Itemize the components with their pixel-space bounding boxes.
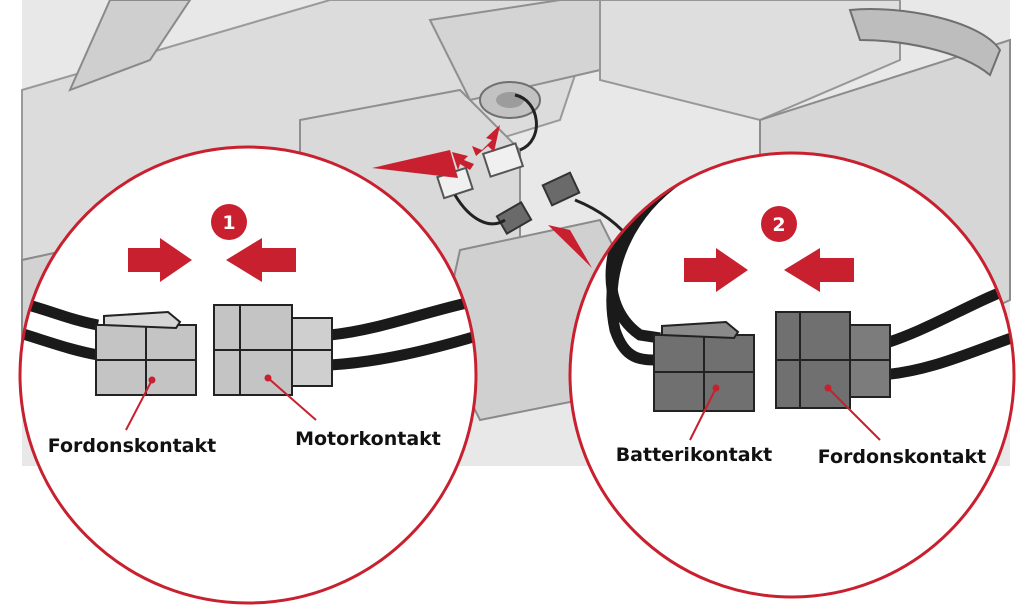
callout-1-right-label: Motorkontakt [295,428,441,450]
step-2-badge [761,206,797,242]
callout-2-wedge [548,225,592,268]
push-arrow-left [226,238,296,282]
callout-1: 1 Fordonskontakt Motorkontakt [18,145,478,605]
step-1-badge [211,204,247,240]
vehicle-connector-dark [775,311,891,409]
push-arrow-right [128,238,192,282]
callout-1-wedge [372,150,458,178]
vehicle-connector-light [95,310,197,396]
step-1-number: 1 [222,212,235,234]
callout-1-left-label: Fordonskontakt [48,435,216,457]
callout-2-right-label: Fordonskontakt [818,446,986,468]
push-arrow-right-2 [684,248,748,292]
scene-pointer-arrows [452,125,500,170]
battery-connector-dark [653,320,755,412]
callout-2: 2 Batterikontakt Fordonskontakt [568,151,1016,599]
motor-connector-light [213,304,333,396]
push-arrow-left-2 [784,248,854,292]
step-2-number: 2 [772,214,785,236]
callout-2-left-label: Batterikontakt [616,444,773,466]
